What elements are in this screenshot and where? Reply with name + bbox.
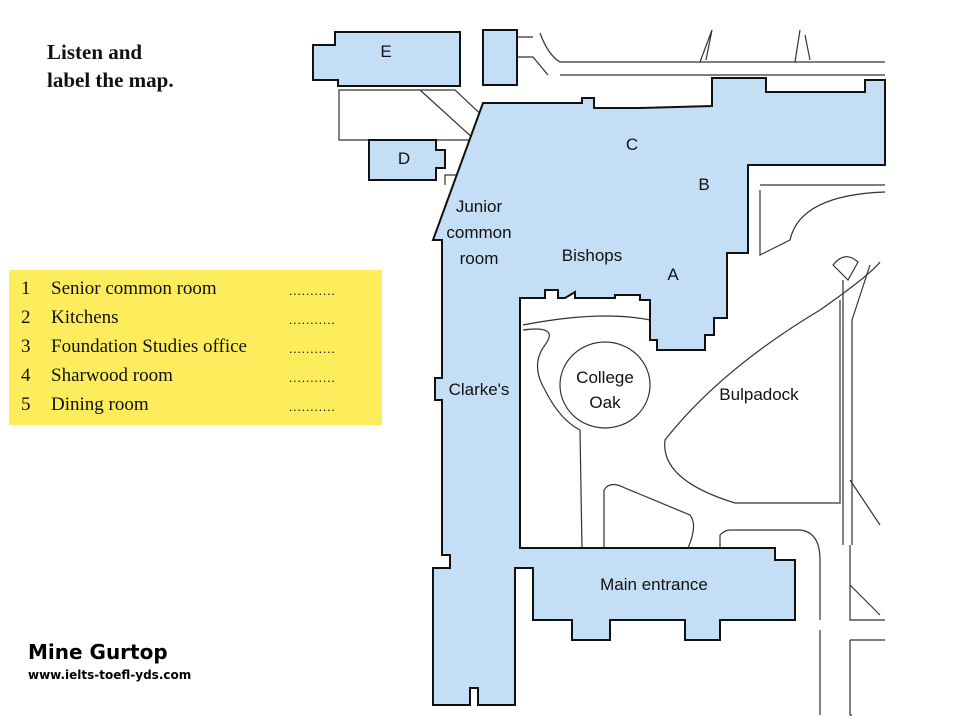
question-number: 2 [21,307,31,328]
question-item: 5 Dining room........... [9,390,382,419]
question-item: 4 Sharwood room........... [9,361,382,390]
label-a: A [667,265,679,284]
author-name: Mine Gurtop [28,640,168,664]
college-oak-circle [559,341,651,429]
label-college-oak-1: College [576,368,634,387]
label-junior-1: Junior [456,197,503,216]
instruction-line-1: Listen and [47,40,143,64]
answer-blank[interactable]: ........... [289,341,336,356]
building-d [368,139,446,181]
bulpadock-outline [664,261,881,504]
website-link: www.ielts-toefl-yds.com [28,668,192,682]
label-junior-3: room [460,249,499,268]
question-number: 1 [21,278,31,299]
map-labels: E D C B A Junior common room Bishops Cla… [380,42,799,594]
road-south [719,479,885,716]
question-number: 4 [21,365,31,386]
instruction-line-2: label the map. [47,68,174,92]
label-main-entrance: Main entrance [600,575,708,594]
label-bulpadock: Bulpadock [719,385,799,404]
label-c: C [626,135,638,154]
question-item: 2 Kitchens........... [9,303,382,332]
question-list: 1 Senior common room........... 2 Kitchens… [9,270,382,425]
label-d: D [398,149,410,168]
label-college-oak-2: Oak [589,393,621,412]
question-item: 1 Senior common room........... [9,274,382,303]
road-southeast [832,256,871,545]
question-label: Sharwood room [51,365,173,386]
answer-blank[interactable]: ........... [289,370,336,385]
building-north-small [482,29,518,86]
question-item: 3 Foundation Studies office........... [9,332,382,361]
answer-blank[interactable]: ........... [289,283,336,298]
building-e [312,31,461,87]
road-north [517,29,885,76]
label-e: E [380,42,391,61]
instructions: Listen and label the map. [47,38,174,94]
label-junior-2: common [446,223,511,242]
label-clarkes: Clarke's [449,380,510,399]
main-college-building [431,77,886,706]
question-label: Kitchens [51,307,119,328]
label-b: B [698,175,709,194]
answer-blank[interactable]: ........... [289,399,336,414]
answer-blank[interactable]: ........... [289,312,336,327]
question-number: 3 [21,336,31,357]
question-label: Senior common room [51,278,217,299]
question-label: Dining room [51,394,149,415]
road-east [759,184,886,256]
label-bishops: Bishops [562,246,622,265]
question-label: Foundation Studies office [51,336,247,357]
buildings [312,29,886,706]
question-number: 5 [21,394,31,415]
